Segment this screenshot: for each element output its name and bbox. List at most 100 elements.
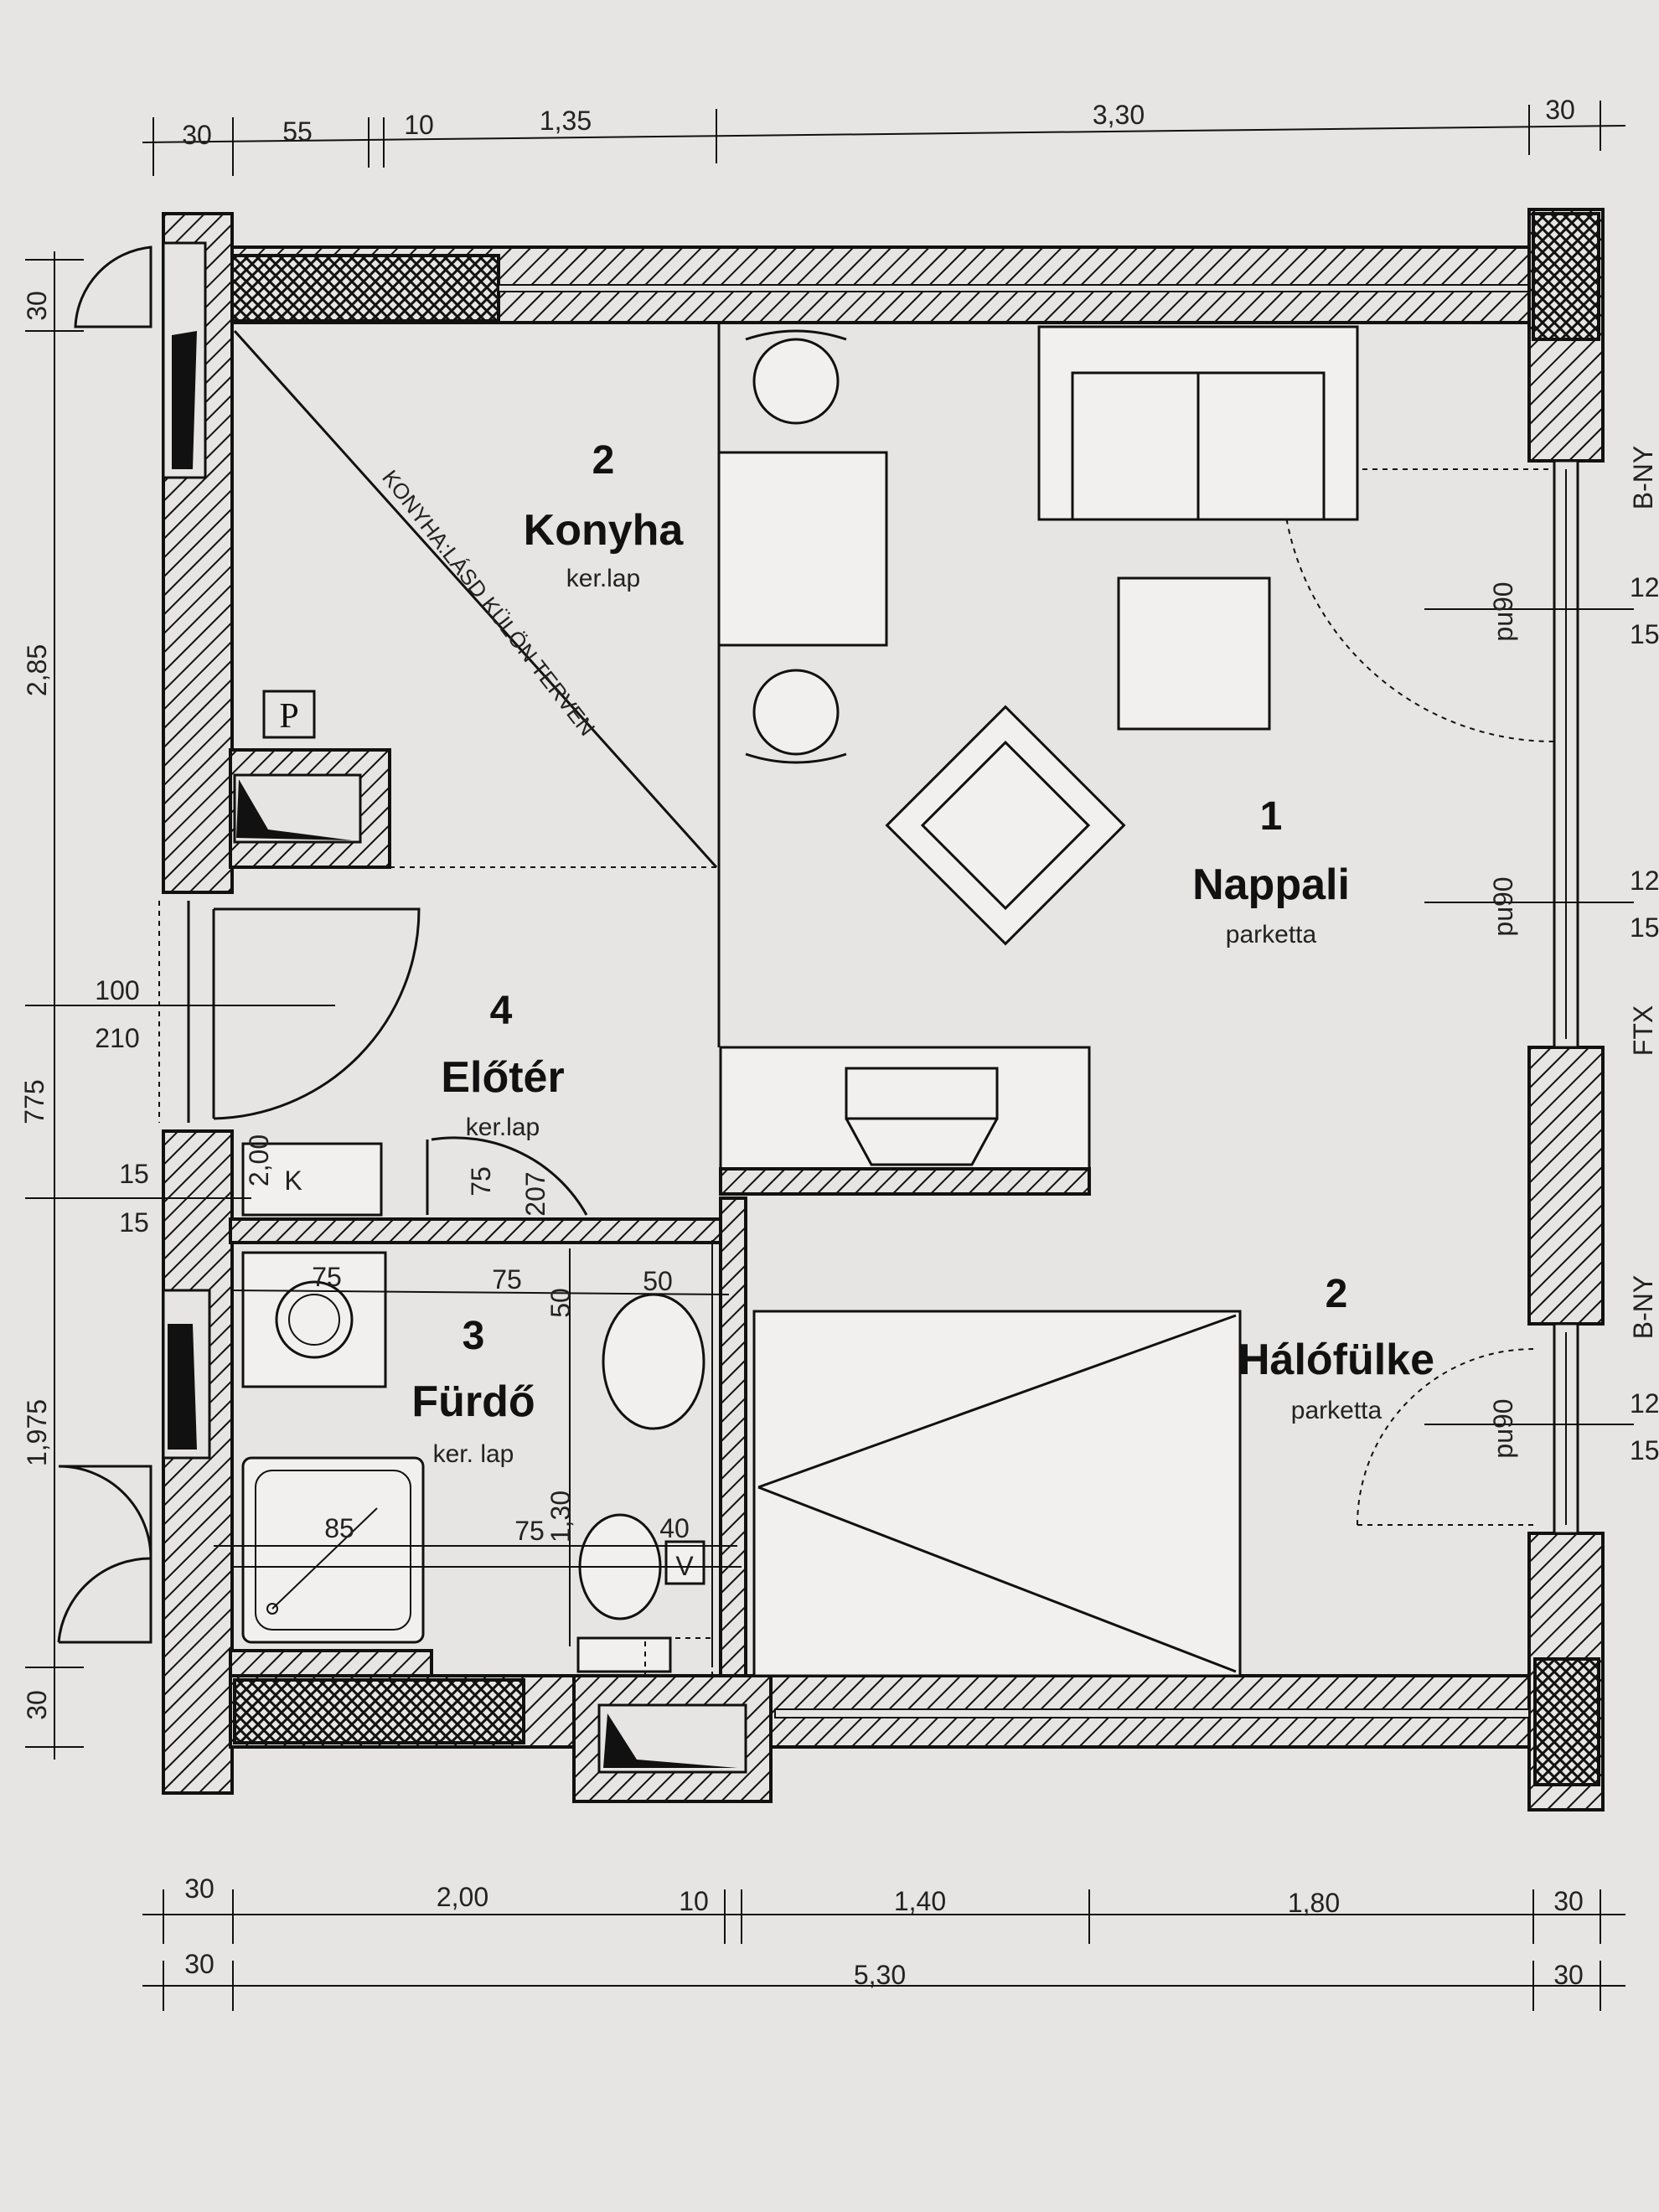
boiler-box bbox=[664, 1540, 705, 1585]
chair-top-back bbox=[745, 329, 847, 341]
dim-top-line bbox=[142, 125, 1626, 143]
right-wall-mid bbox=[1527, 1046, 1605, 1326]
room-labels: 2 Konyha ker.lap 1 Nappali parketta 4 El… bbox=[411, 438, 1434, 1468]
dim-bath-1: 75 bbox=[492, 1264, 522, 1295]
sink bbox=[602, 1293, 705, 1430]
dim-bottom2-2: 30 bbox=[1553, 1960, 1584, 1990]
left-lower-mark bbox=[168, 1324, 197, 1450]
dim-right-3: 15 bbox=[1630, 912, 1659, 943]
dim-bottom1-2: 10 bbox=[679, 1886, 709, 1916]
window-tag-3: pu90 bbox=[1488, 1398, 1518, 1458]
window-tag-2: pu90 bbox=[1488, 876, 1518, 936]
living-name: Nappali bbox=[1192, 861, 1350, 909]
sofa-seat-1 bbox=[1071, 371, 1200, 521]
dim-right-0: 12 bbox=[1630, 572, 1659, 602]
edge-label-3: B-NY bbox=[1628, 1275, 1658, 1339]
entrance-door-swing bbox=[213, 907, 421, 1120]
kitchen-diagonal bbox=[233, 329, 718, 869]
kitchen-name: Konyha bbox=[524, 506, 685, 555]
dim-bottom2-0: 30 bbox=[184, 1949, 214, 1979]
bottom-wall-block bbox=[233, 1678, 525, 1744]
dim-left-2: 775 bbox=[19, 1079, 49, 1124]
dim-left-4: 30 bbox=[22, 1690, 52, 1720]
top-left-door bbox=[74, 245, 152, 328]
dim-bottom1-5: 30 bbox=[1553, 1886, 1584, 1916]
dimension-lines bbox=[25, 101, 1634, 2011]
hall-cabinet bbox=[241, 1142, 383, 1217]
bath-right-wall bbox=[719, 1196, 747, 1677]
bath-top-wall bbox=[229, 1217, 726, 1244]
balcony-door-1 bbox=[1281, 468, 1555, 742]
dim-bath-2: 50 bbox=[545, 1288, 576, 1318]
dim-left-small-0: 15 bbox=[119, 1159, 149, 1189]
left-wall-lower bbox=[162, 1129, 234, 1795]
dim-bath-6: 40 bbox=[659, 1513, 690, 1543]
lower-left-door-arc-2 bbox=[57, 1557, 152, 1643]
dim-entry-3: 207 bbox=[520, 1171, 550, 1216]
bottom-shaft-mark bbox=[603, 1713, 737, 1768]
dining-table bbox=[717, 451, 888, 647]
bath-bottom-wall bbox=[229, 1649, 433, 1677]
dim-bath-5: 75 bbox=[514, 1516, 545, 1546]
dim-bath-3: 50 bbox=[643, 1266, 673, 1296]
doors bbox=[57, 245, 1555, 1644]
dim-bath-7: 1,30 bbox=[545, 1491, 576, 1543]
dim-bath-0: 75 bbox=[312, 1262, 342, 1292]
lower-left-door-frame bbox=[59, 1465, 152, 1644]
dim-right-4: 12 bbox=[1630, 1388, 1659, 1419]
top-wall-block bbox=[229, 254, 500, 323]
living-number: 1 bbox=[1260, 794, 1283, 839]
dim-entry-1: K bbox=[284, 1165, 302, 1196]
walls bbox=[162, 208, 1605, 1811]
dim-bottom2-1: 5,30 bbox=[854, 1960, 906, 1990]
lower-left-door-arc-1 bbox=[58, 1465, 152, 1559]
dim-bottom1-3: 1,40 bbox=[894, 1886, 946, 1916]
dim-bottom1-4: 1,80 bbox=[1288, 1888, 1340, 1918]
chair-bottom-back bbox=[745, 752, 847, 764]
toilet-tank bbox=[576, 1636, 672, 1673]
window-tag-1: pu90 bbox=[1488, 581, 1518, 641]
right-wall-block-top bbox=[1532, 212, 1600, 341]
dim-bath-4: 85 bbox=[324, 1513, 354, 1543]
washing-machine-drum-inner bbox=[288, 1294, 340, 1346]
dim-top-4: 3,30 bbox=[1093, 100, 1145, 130]
bed bbox=[752, 1310, 1242, 1677]
furniture: V P bbox=[230, 325, 1359, 1677]
dim-bottom1-0: 30 bbox=[184, 1873, 214, 1904]
bath-floor: ker. lap bbox=[433, 1440, 514, 1468]
dim-door-width: 100 bbox=[95, 975, 139, 1005]
dim-top-0: 30 bbox=[182, 120, 212, 150]
coffee-table bbox=[1117, 576, 1271, 731]
floor-drain-box bbox=[644, 1637, 713, 1677]
dimension-labels: 30 55 10 1,35 3,30 30 30 2,00 10 1,40 1,… bbox=[19, 95, 1659, 1990]
hall-name: Előtér bbox=[441, 1053, 564, 1102]
wardrobe-wall bbox=[719, 1167, 1091, 1196]
dim-right-5: 15 bbox=[1630, 1435, 1659, 1465]
dim-left-1: 2,85 bbox=[22, 644, 52, 696]
dim-entry-2: 75 bbox=[466, 1166, 496, 1196]
kitchen-niche-mark bbox=[236, 779, 352, 840]
washing-machine-drum bbox=[275, 1280, 354, 1359]
edge-label-1: B-NY bbox=[1628, 446, 1658, 509]
sofa-seat-2 bbox=[1196, 371, 1326, 521]
dim-left-0: 30 bbox=[22, 291, 52, 321]
bottom-window-sill bbox=[774, 1708, 1530, 1718]
dim-right-2: 12 bbox=[1630, 866, 1659, 896]
bath-number: 3 bbox=[463, 1314, 485, 1358]
bedroom-number: 2 bbox=[1326, 1272, 1348, 1316]
parking-sign-box bbox=[262, 690, 316, 739]
dim-top-1: 55 bbox=[282, 116, 313, 147]
dim-door-height: 210 bbox=[95, 1023, 139, 1053]
right-wall-block-bottom bbox=[1533, 1657, 1600, 1786]
dim-bottom1-1: 2,00 bbox=[437, 1882, 488, 1912]
dim-right-1: 15 bbox=[1630, 619, 1659, 649]
bedroom-name: Hálófülke bbox=[1238, 1336, 1434, 1384]
dim-left-small-1: 15 bbox=[119, 1207, 149, 1238]
tv-unit bbox=[845, 1067, 999, 1120]
parking-sign: P bbox=[279, 697, 298, 736]
tv-stand bbox=[845, 1118, 999, 1166]
dim-left-3: 1,975 bbox=[22, 1399, 52, 1466]
dim-top-3: 1,35 bbox=[540, 106, 592, 136]
hall-number: 4 bbox=[490, 989, 513, 1033]
